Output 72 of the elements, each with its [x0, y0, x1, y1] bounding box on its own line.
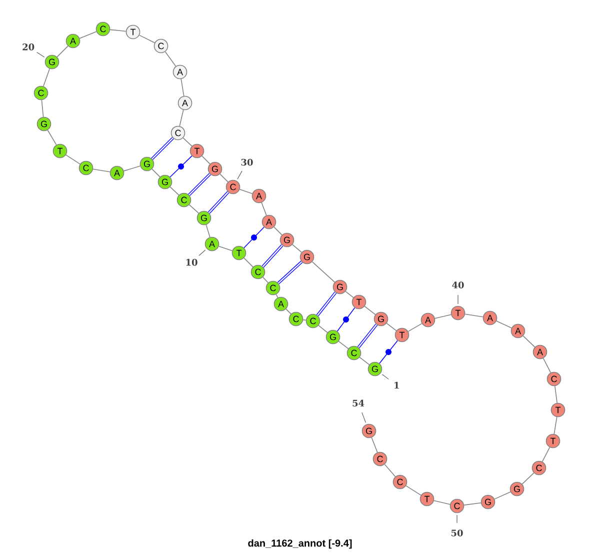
backbone-line — [554, 416, 558, 434]
backbone-line — [542, 358, 552, 374]
backbone-line — [522, 336, 536, 348]
backbone-line — [359, 356, 370, 366]
backbone-line — [434, 314, 452, 319]
backbone-line — [276, 294, 278, 298]
backbone-line — [286, 308, 292, 314]
backbone-line — [364, 306, 376, 316]
position-number: 40 — [452, 282, 464, 288]
base-pair-line — [379, 340, 398, 364]
backbone-line — [244, 258, 254, 268]
backbone-line — [406, 485, 422, 496]
backbone-line — [180, 78, 184, 96]
backbone-line — [312, 261, 336, 283]
backbone-line — [182, 138, 192, 146]
backbone-line — [179, 110, 184, 126]
base-pair-line — [316, 292, 337, 316]
base-pair-line — [188, 173, 211, 196]
backbone-line — [218, 246, 233, 252]
backbone-line — [434, 500, 450, 505]
backbone-line — [164, 51, 176, 67]
position-number: 20 — [22, 44, 34, 50]
backbone-line — [338, 340, 349, 350]
backbone-line — [554, 386, 558, 404]
backbone-line — [261, 202, 267, 216]
backbone-line — [386, 322, 397, 332]
backbone-line — [139, 34, 156, 44]
backbone-line — [522, 472, 534, 484]
backbone-line — [110, 29, 126, 32]
backbone-line — [302, 319, 306, 321]
backbone-line — [56, 46, 68, 58]
backbone-line — [152, 168, 160, 178]
backbone-line — [170, 186, 180, 196]
caption: dan_1162_annot [-9.4] — [248, 539, 352, 549]
backbone-line — [408, 323, 422, 332]
backbone-line — [384, 464, 396, 477]
position-number: 54 — [352, 400, 364, 407]
backbone-line — [41, 100, 44, 118]
backbone-line — [494, 492, 511, 500]
position-number: 50 — [451, 530, 463, 536]
base-pair-line — [277, 260, 303, 284]
position-number: 1 — [394, 382, 399, 389]
backbone-line — [206, 224, 210, 238]
backbone-line — [188, 204, 200, 214]
backbone-line — [464, 502, 482, 506]
backbone-line — [220, 174, 228, 182]
base-pair-line — [170, 156, 192, 178]
backbone-line — [274, 226, 282, 236]
base-pair-line — [208, 191, 230, 214]
backbone-line — [202, 156, 210, 164]
backbone-line — [262, 276, 269, 284]
base-pair-line — [151, 137, 174, 160]
position-number: 10 — [186, 258, 198, 266]
backbone-line — [345, 291, 354, 298]
backbone-line — [79, 31, 97, 39]
backbone-line — [464, 314, 484, 318]
backbone-line — [123, 166, 141, 172]
base-pair-line — [336, 307, 356, 332]
backbone-line — [318, 325, 328, 333]
backbone-line — [43, 68, 50, 87]
position-number: 30 — [241, 158, 253, 166]
backbone-line — [371, 437, 378, 453]
base-pair-line — [357, 324, 378, 348]
base-pair-line — [262, 244, 284, 268]
backbone-line — [47, 130, 57, 146]
backbone-line — [66, 154, 80, 164]
backbone-line — [92, 168, 110, 172]
backbone-line — [496, 320, 512, 328]
base-pair-line — [244, 226, 264, 248]
backbone-line — [542, 446, 550, 462]
backbone-line — [292, 244, 302, 253]
backbone-line — [239, 188, 253, 194]
